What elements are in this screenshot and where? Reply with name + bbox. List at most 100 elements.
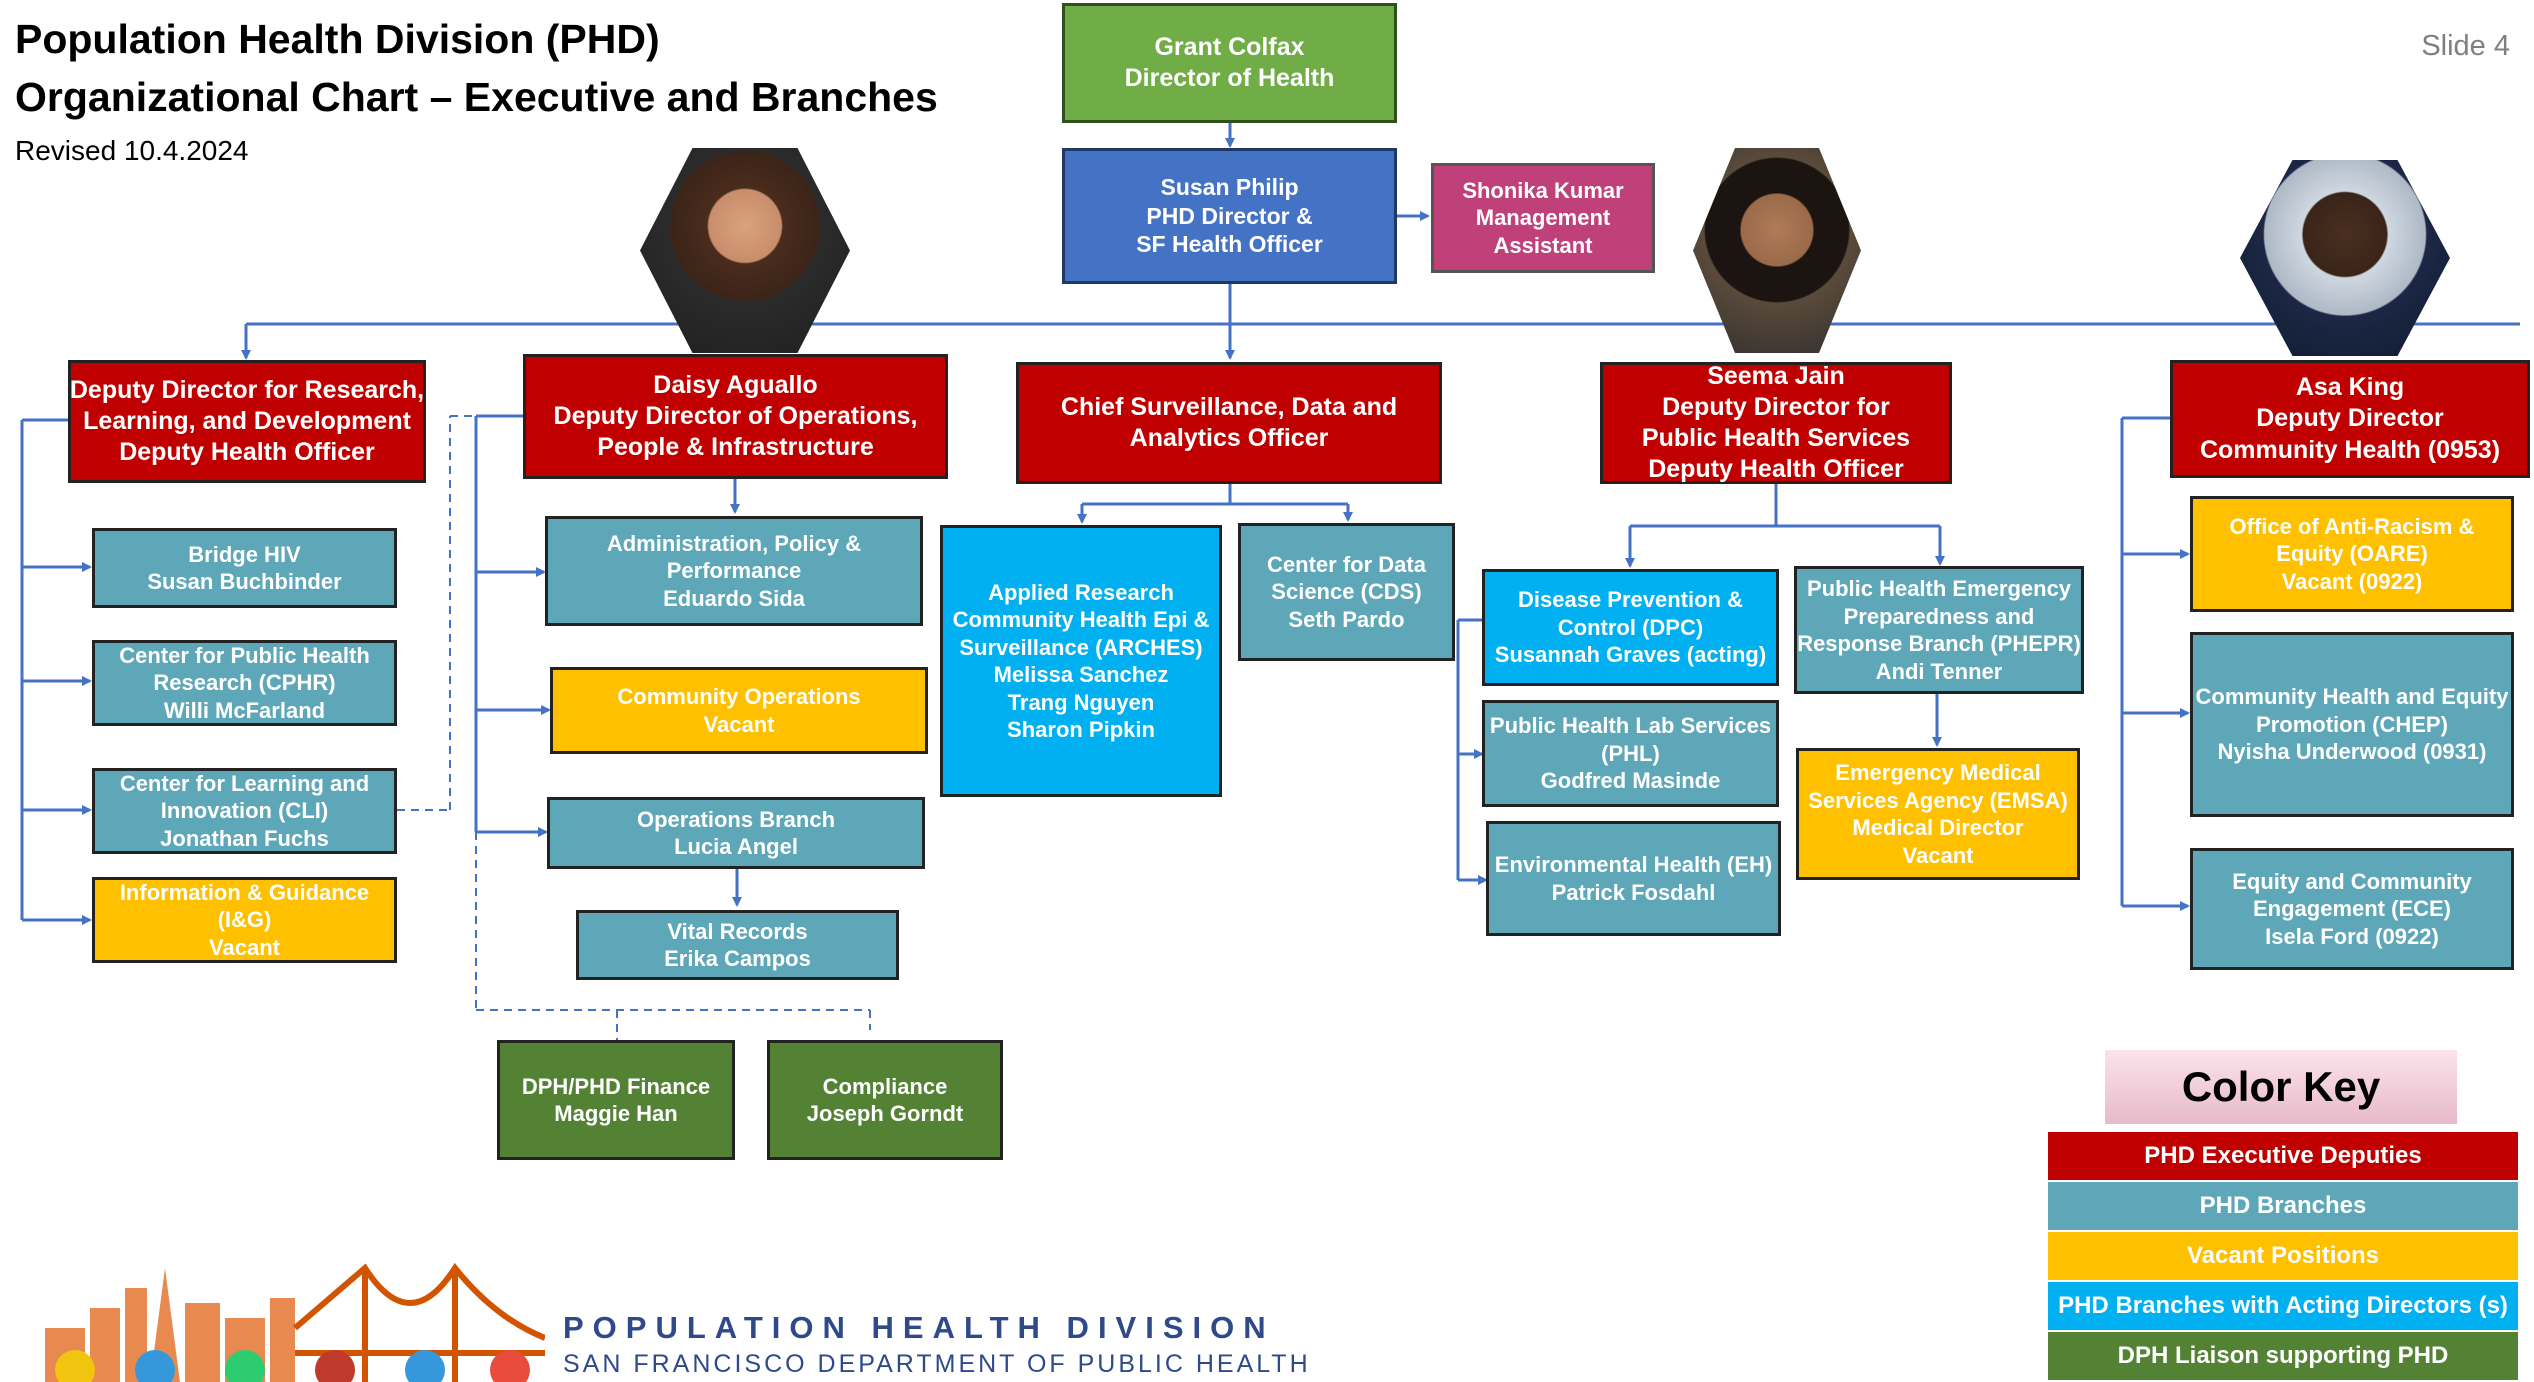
branch-oare: Office of Anti-Racism & Equity (OARE) Va…: [2190, 496, 2514, 612]
chief-surveillance-line: Analytics Officer: [1129, 424, 1329, 452]
branch-emsa: Emergency Medical Services Agency (EMSA)…: [1796, 748, 2080, 880]
mgmt-title: Management: [1475, 205, 1611, 231]
mgmt-name: Shonika Kumar: [1462, 177, 1624, 203]
branch-line: Center for Data: [1267, 551, 1426, 577]
deputy-public-health-line: Public Health Services: [1641, 424, 1911, 452]
liaison-line: Maggie Han: [554, 1101, 678, 1126]
liaison-line: DPH/PHD Finance: [521, 1073, 711, 1099]
liaison-line: Compliance: [822, 1073, 948, 1099]
branch-line: Andi Tenner: [1875, 658, 2003, 684]
branch-community-operations: Community Operations Vacant: [550, 667, 928, 754]
branch-line: Equity (OARE): [2276, 541, 2428, 567]
deputy-operations-box: Daisy Aguallo Deputy Director of Operati…: [523, 354, 948, 479]
branch-line: Information & Guidance: [119, 879, 370, 905]
branch-line: Operations Branch: [636, 806, 836, 832]
color-key-vacant: Vacant Positions: [2048, 1232, 2518, 1282]
deputy-research-box: Deputy Director for Research, Learning, …: [68, 360, 426, 483]
branch-line: Office of Anti-Racism &: [2229, 513, 2475, 539]
branch-line: Promotion (CHEP): [2256, 711, 2448, 737]
phd-director-title: PHD Director &: [1146, 202, 1313, 229]
branch-line: Nyisha Underwood (0931): [2217, 739, 2487, 765]
branch-line: Godfred Masinde: [1540, 768, 1721, 794]
color-key-title: Color Key: [2105, 1050, 2457, 1124]
branch-line: Community Health and Equity: [2195, 684, 2509, 710]
branch-line: Seth Pardo: [1288, 606, 1405, 632]
branch-line: Preparedness and: [1843, 603, 2035, 629]
branch-line: Vacant: [703, 711, 775, 737]
branch-line: Emergency Medical: [1835, 760, 2041, 785]
branch-arches: Applied Research Community Health Epi & …: [940, 525, 1222, 797]
branch-information-guidance: Information & Guidance (I&G) Vacant: [92, 877, 397, 963]
deputy-research-line: Deputy Director for Research,: [69, 375, 425, 404]
branch-line: Research (CPHR): [153, 670, 336, 696]
branch-phepr: Public Health Emergency Preparedness and…: [1794, 566, 2084, 694]
branch-line: Public Health Emergency: [1806, 576, 2072, 601]
branch-line: Equity and Community: [2232, 868, 2472, 894]
branch-line: Community Operations: [617, 684, 861, 709]
color-key-branches: PHD Branches: [2048, 1182, 2518, 1232]
branch-line: Patrick Fosdahl: [1551, 879, 1716, 905]
branch-line: Vacant: [1902, 842, 1974, 868]
branch-bridge-hiv: Bridge HIV Susan Buchbinder: [92, 528, 397, 608]
deputy-public-health-line: Deputy Director for: [1662, 392, 1890, 421]
phd-skyline-logo: [45, 1262, 545, 1382]
deputy-operations-line: Daisy Aguallo: [653, 370, 818, 399]
branch-phl: Public Health Lab Services (PHL) Godfred…: [1482, 700, 1779, 807]
branch-line: (I&G): [217, 907, 272, 933]
branch-line: Sharon Pipkin: [1007, 717, 1155, 742]
director-name: Grant Colfax: [1154, 32, 1305, 61]
branch-line: Services Agency (EMSA): [1808, 787, 2068, 813]
deputy-community-line: Community Health (0953): [2199, 435, 2501, 464]
branch-line: (PHL): [1601, 740, 1660, 766]
brand-division-name: POPULATION HEALTH DIVISION: [563, 1310, 1275, 1345]
branch-cds: Center for Data Science (CDS) Seth Pardo: [1238, 523, 1455, 661]
deputy-research-line: Deputy Health Officer: [119, 438, 375, 467]
branch-line: Response Branch (PHEPR): [1797, 631, 2081, 656]
deputy-operations-line: Deputy Director of Operations,: [553, 401, 918, 430]
branch-eh: Environmental Health (EH) Patrick Fosdah…: [1486, 821, 1781, 936]
liaison-compliance: Compliance Joseph Gorndt: [767, 1040, 1003, 1160]
deputy-community-line: Deputy Director: [2256, 404, 2444, 433]
branch-line: Public Health Lab Services: [1489, 713, 1772, 739]
mgmt-title-2: Assistant: [1493, 232, 1593, 258]
branch-line: Vital Records: [667, 918, 808, 944]
deputy-public-health-line: Deputy Health Officer: [1648, 455, 1904, 484]
deputy-community-line: Asa King: [2295, 373, 2405, 402]
phd-director-title-2: SF Health Officer: [1136, 231, 1323, 258]
liaison-finance: DPH/PHD Finance Maggie Han: [497, 1040, 735, 1160]
slide-number: Slide 4: [2421, 30, 2510, 62]
director-title: Director of Health: [1124, 64, 1335, 92]
branch-ece: Equity and Community Engagement (ECE) Is…: [2190, 848, 2514, 970]
deputy-public-health-line: Seema Jain: [1707, 361, 1845, 390]
phd-director-box: Susan Philip PHD Director & SF Health Of…: [1062, 148, 1397, 284]
branch-line: Community Health Epi &: [952, 607, 1210, 632]
branch-line: Erika Campos: [664, 946, 811, 971]
branch-line: Lucia Angel: [674, 834, 798, 859]
branch-vital-records: Vital Records Erika Campos: [576, 910, 899, 980]
chief-surveillance-box: Chief Surveillance, Data and Analytics O…: [1016, 362, 1442, 484]
deputy-operations-line: People & Infrastructure: [597, 433, 874, 462]
phd-director-name: Susan Philip: [1160, 173, 1299, 200]
branch-cphr: Center for Public Health Research (CPHR)…: [92, 640, 397, 726]
color-key-liaison: DPH Liaison supporting PHD: [2048, 1332, 2518, 1382]
branch-line: Trang Nguyen: [1007, 689, 1155, 715]
brand-department-name: SAN FRANCISCO DEPARTMENT OF PUBLIC HEALT…: [563, 1350, 1311, 1378]
branch-line: Eduardo Sida: [663, 585, 805, 611]
branch-line: Applied Research: [988, 579, 1174, 605]
branch-line: Engagement (ECE): [2252, 896, 2452, 922]
chief-surveillance-line: Chief Surveillance, Data and: [1060, 392, 1398, 421]
management-assistant-box: Shonika Kumar Management Assistant: [1431, 163, 1655, 273]
page-subtitle: Organizational Chart – Executive and Bra…: [15, 74, 938, 120]
deputy-community-box: Asa King Deputy Director Community Healt…: [2170, 360, 2530, 478]
branch-line: Melissa Sanchez: [993, 662, 1169, 687]
branch-line: Isela Ford (0922): [2265, 923, 2439, 949]
branch-line: Center for Learning and: [119, 770, 370, 796]
liaison-line: Joseph Gorndt: [806, 1101, 964, 1126]
color-key-acting: PHD Branches with Acting Directors (s): [2048, 1282, 2518, 1332]
branch-line: Susannah Graves (acting): [1494, 642, 1767, 668]
branch-line: Disease Prevention &: [1518, 587, 1743, 613]
branch-line: Performance: [666, 558, 802, 584]
branch-line: Environmental Health (EH): [1494, 852, 1773, 877]
branch-administration: Administration, Policy & Performance Edu…: [545, 516, 923, 626]
branch-line: Susan Buchbinder: [147, 569, 342, 594]
